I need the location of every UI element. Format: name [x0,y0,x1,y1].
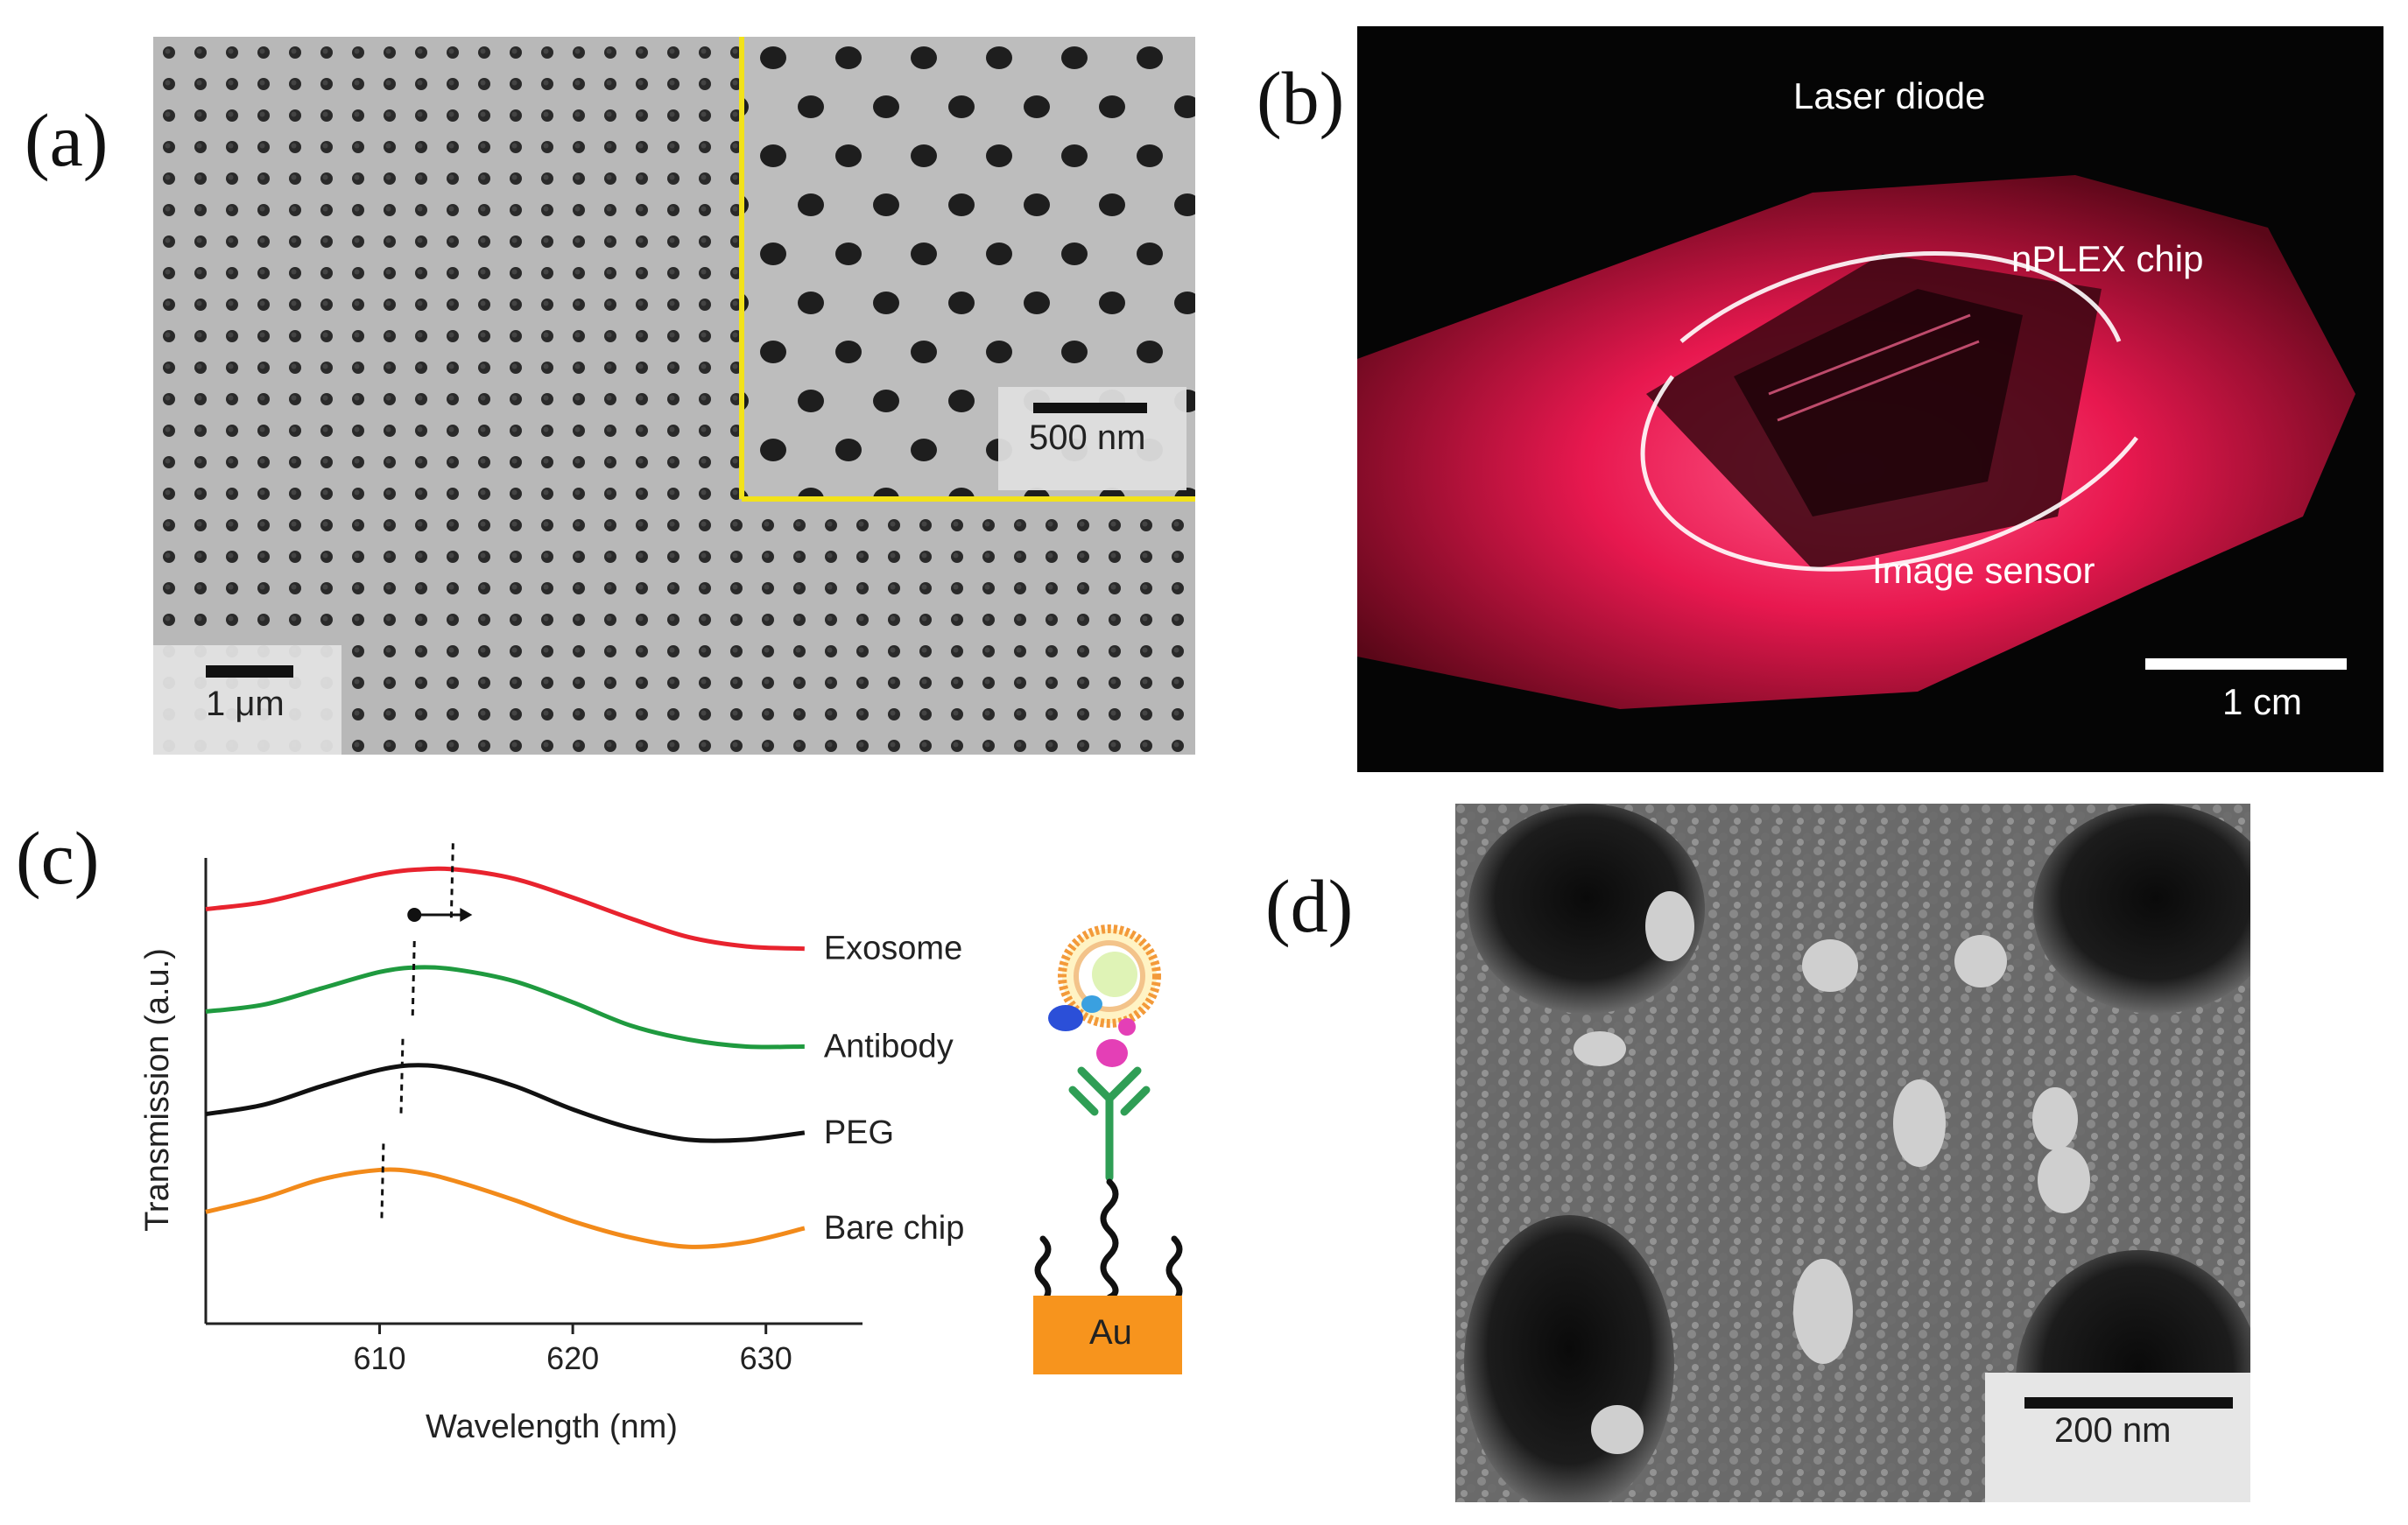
peak-marker-exosome [449,843,454,918]
chart-xlabel: Wavelength (nm) [426,1409,678,1445]
peak-marker-antibody [411,940,416,1016]
peak-marker-peg [399,1038,405,1114]
series-line-exosome [205,866,805,952]
series-line-bare-chip [205,1167,806,1249]
x-tick-label-620: 620 [546,1340,599,1376]
panel-b-sensor-label: Image sensor [1872,550,2095,591]
panel-c-label: (c) [16,816,100,900]
panel-b-scalebar-label: 1 cm [2222,681,2303,722]
chart-ylabel: Transmission (a.u.) [139,948,176,1232]
panel-a-sem-image [153,37,1195,755]
panel-a-label: (a) [25,98,109,182]
series-label-antibody: Antibody [824,1028,954,1065]
series-label-peg: PEG [824,1114,894,1151]
panel-b-photo [1357,26,2383,772]
panel-c-schematic [1033,924,1183,1374]
chart-series [205,866,806,1249]
panel-b-laser-label: Laser diode [1793,75,1986,116]
peak-marker-bare-chip [380,1143,385,1219]
panel-d-sem-image [1455,804,2250,1502]
x-tick-label-630: 630 [740,1340,792,1376]
series-label-exosome: Exosome [824,931,962,967]
panel-a-inset [739,37,1195,502]
series-label-bare-chip: Bare chip [824,1210,965,1247]
panel-b-label: (b) [1257,56,1345,140]
series-line-antibody [205,965,805,1050]
panel-d-label: (d) [1265,864,1354,948]
chart-axes: 610 620 630 [204,858,863,1376]
panel-a-scalebar-main-label: 1 μm [206,685,285,723]
panel-d-scalebar-label: 200 nm [2054,1411,2172,1450]
shift-arrow-head [460,908,473,923]
series-line-peg [205,1063,806,1143]
panel-a-scalebar-inset-label: 500 nm [1029,418,1146,457]
panel-b-chip-label: nPLEX chip [2011,238,2204,279]
panel-c-au-label: Au [1089,1313,1132,1352]
x-tick-label-610: 610 [353,1340,405,1376]
